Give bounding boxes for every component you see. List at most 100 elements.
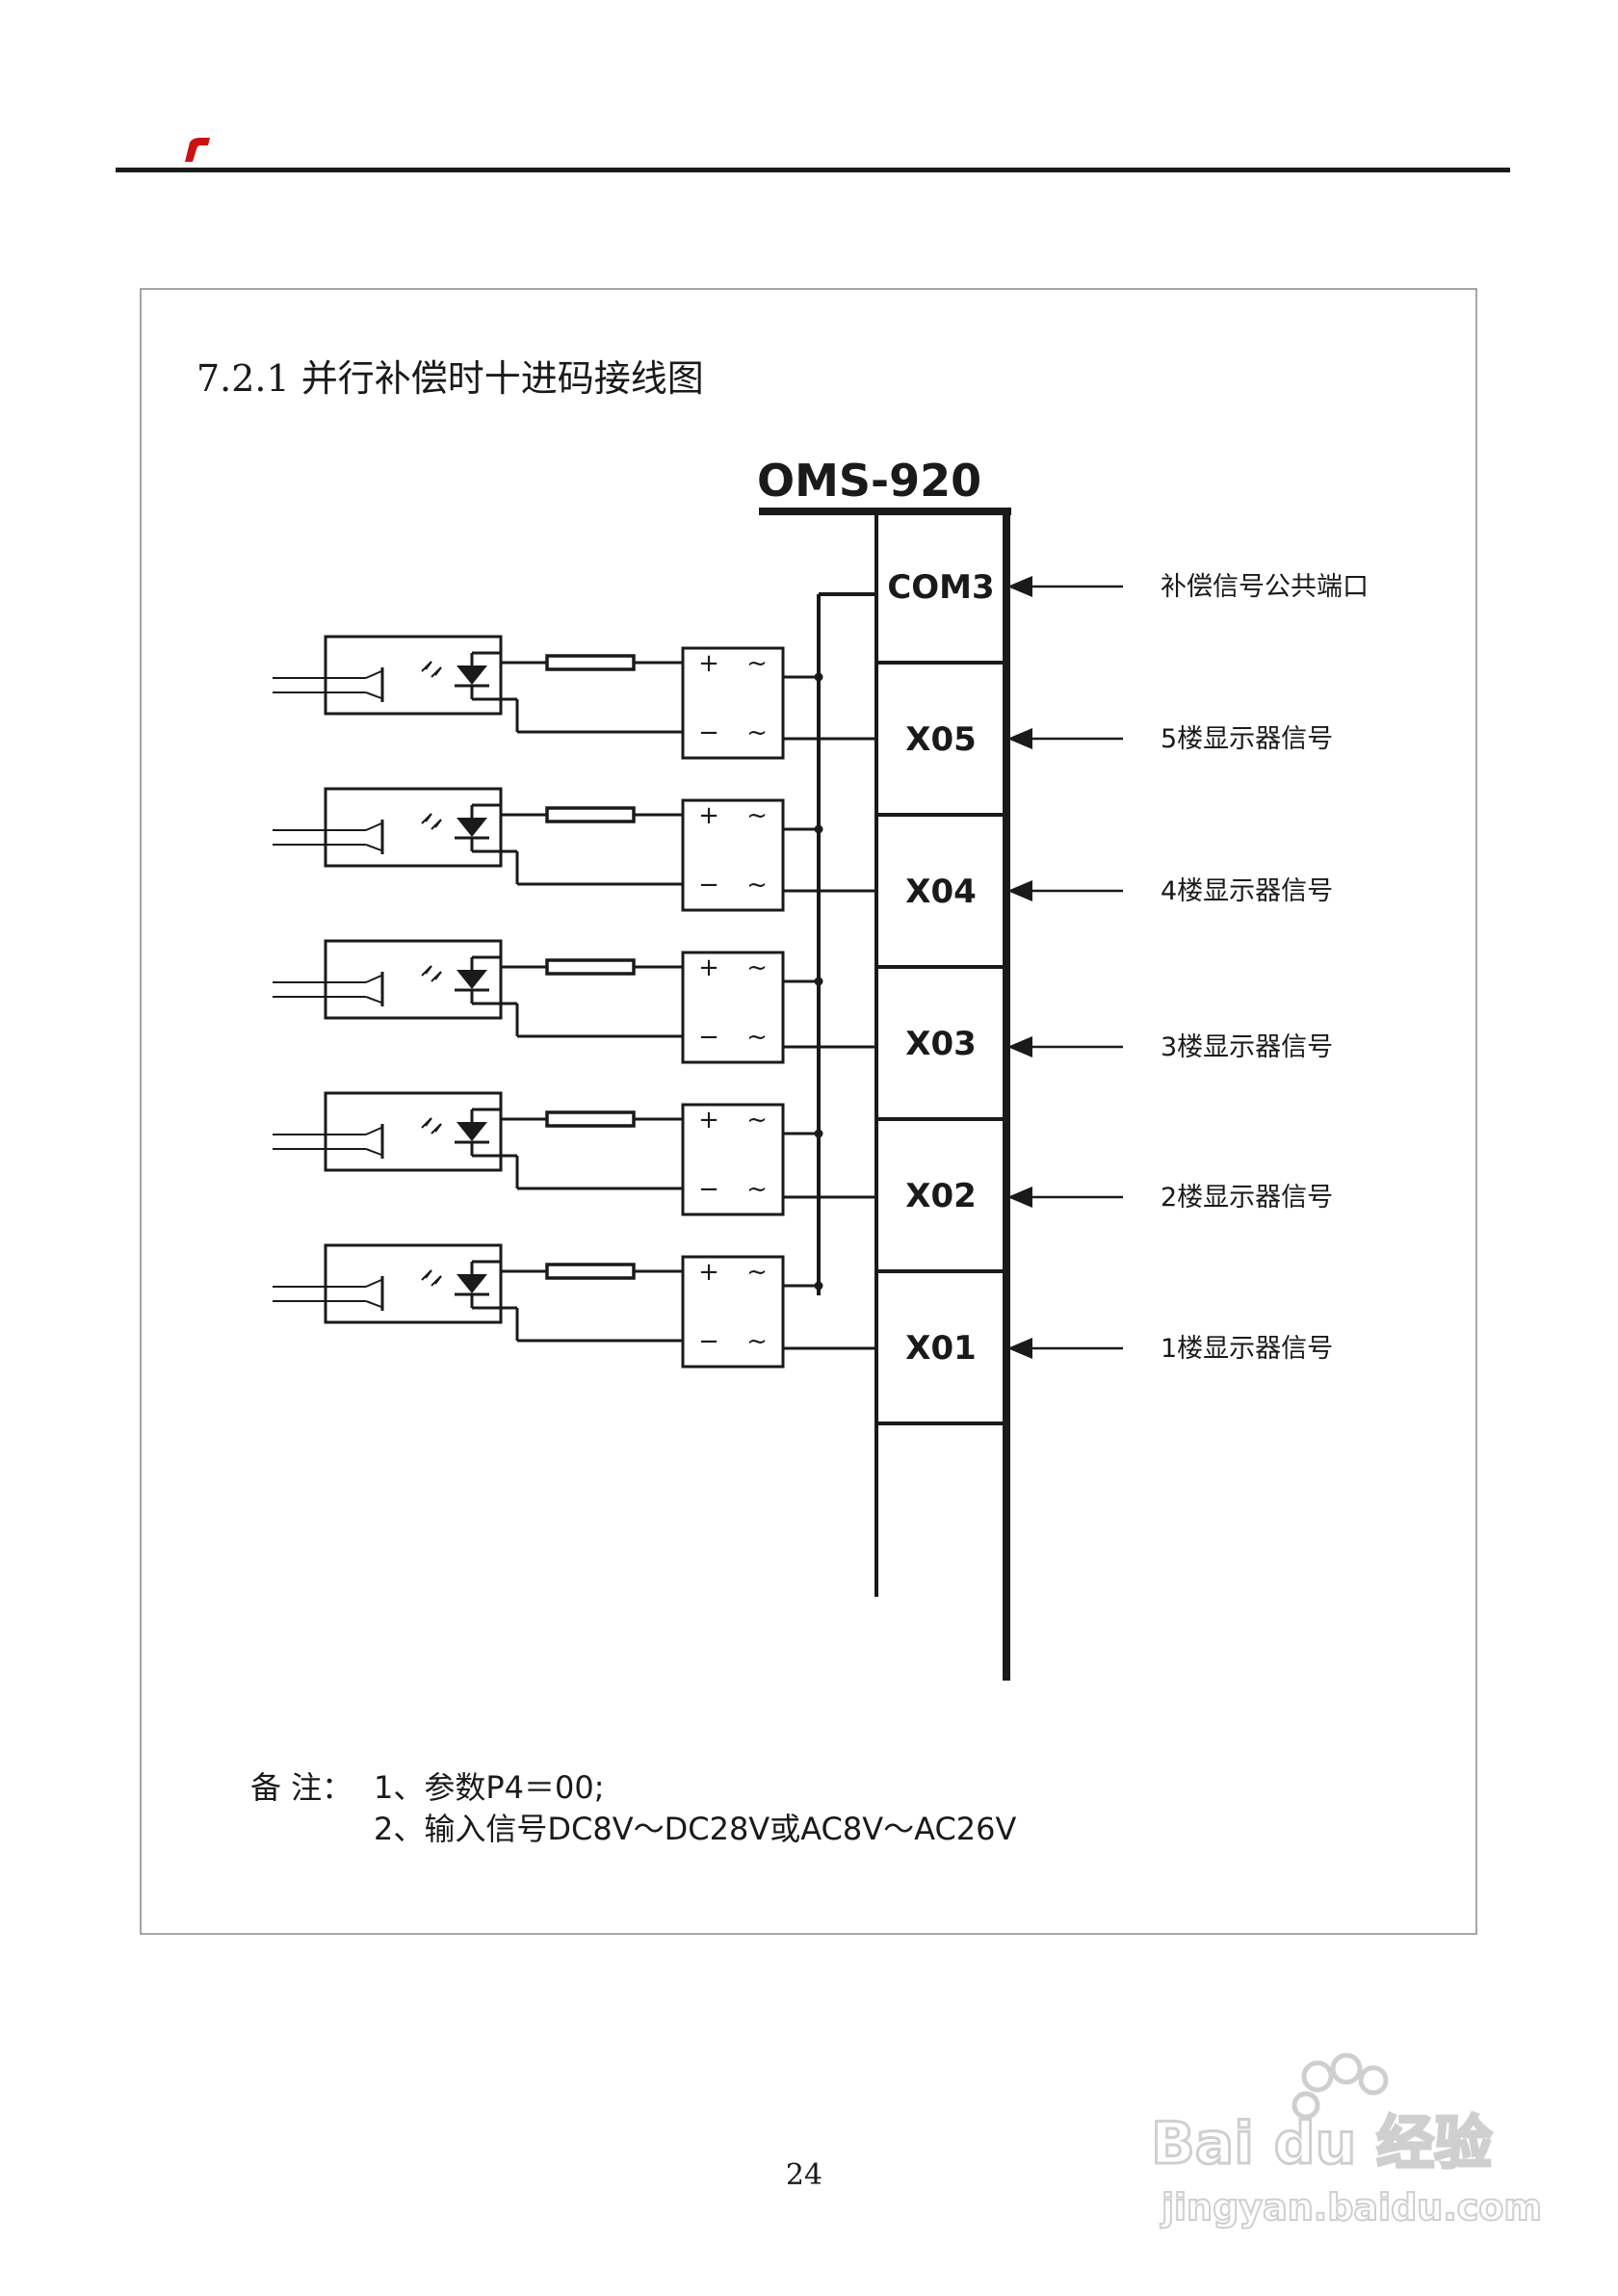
- junction-dot: [814, 1129, 823, 1138]
- signal-labels: 补偿信号公共端口 5楼显示器信号 4楼显示器信号 3楼显示器信号 2楼显示器信号…: [1161, 572, 1369, 1364]
- section-title: 7.2.1 并行补偿时十进码接线图: [196, 357, 704, 400]
- signal-label-x03: 3楼显示器信号: [1161, 1032, 1333, 1062]
- page-number: 24: [786, 2158, 822, 2192]
- input-channel-x02: +~−~: [273, 1091, 876, 1216]
- rectifier-plus: +: [698, 1258, 719, 1287]
- arrow-x01: [1007, 1338, 1123, 1359]
- junction-dot: [814, 672, 823, 682]
- light-arrows-icon: [421, 1269, 442, 1287]
- junction-dot: [814, 824, 823, 834]
- rectifier-bridge: [681, 646, 785, 760]
- led-icon: [455, 1266, 489, 1303]
- signal-label-x02: 2楼显示器信号: [1161, 1183, 1333, 1213]
- led-icon: [455, 962, 489, 999]
- rectifier-ac: ~: [746, 953, 768, 982]
- terminal-label-x05: X05: [905, 720, 977, 759]
- resistor: [545, 654, 636, 671]
- input-channel-x05: +~−~: [273, 635, 876, 760]
- rectifier-minus: −: [698, 1327, 719, 1356]
- phototransistor-icon: [330, 1124, 384, 1159]
- light-arrows-icon: [421, 813, 442, 830]
- resistor: [545, 806, 636, 823]
- input-channels: +~−~+~−~+~−~+~−~+~−~: [273, 635, 876, 1369]
- resistor: [545, 1110, 636, 1128]
- common-bus: [817, 592, 876, 1295]
- rectifier-plus: +: [698, 953, 719, 982]
- signal-label-x01: 1楼显示器信号: [1161, 1334, 1333, 1364]
- device-name: OMS-920: [757, 455, 981, 507]
- terminal-label-x03: X03: [905, 1025, 977, 1063]
- rectifier-minus: −: [698, 718, 719, 747]
- rectifier-ac: ~: [746, 1258, 768, 1287]
- notes-line-1: 1、参数P4＝00;: [374, 1769, 605, 1806]
- paw-icon: [1292, 2052, 1389, 2120]
- input-channel-x03: +~−~: [273, 939, 876, 1064]
- company-logo-mark: [185, 138, 210, 162]
- phototransistor-icon: [330, 972, 384, 1006]
- rectifier-bridge: [681, 1255, 785, 1369]
- led-icon: [455, 1114, 489, 1151]
- signal-label-x04: 4楼显示器信号: [1161, 876, 1333, 906]
- input-channel-x01: +~−~: [273, 1243, 876, 1369]
- rectifier-ac: ~: [746, 1175, 768, 1204]
- terminal-label-com3: COM3: [887, 568, 994, 607]
- junction-dot: [814, 977, 823, 986]
- rectifier-minus: −: [698, 1023, 719, 1052]
- rectifier-bridge: [681, 951, 785, 1064]
- optocoupler: [324, 1091, 503, 1172]
- rectifier-ac: ~: [746, 1327, 768, 1356]
- led-icon: [455, 658, 489, 694]
- diagram-frame: [140, 288, 1477, 1935]
- rectifier-ac: ~: [746, 1106, 768, 1135]
- junction-dot: [814, 1281, 823, 1291]
- rectifier-ac: ~: [746, 1023, 768, 1052]
- resistor: [545, 1263, 636, 1280]
- signal-label-x05: 5楼显示器信号: [1161, 724, 1333, 754]
- input-channel-x04: +~−~: [273, 787, 876, 912]
- rectifier-plus: +: [698, 649, 719, 678]
- rectifier-bridge: [681, 798, 785, 912]
- rectifier-plus: +: [698, 801, 719, 830]
- watermark-url: jingyan.baidu.com: [1160, 2186, 1542, 2229]
- optocoupler: [324, 635, 503, 716]
- arrow-x02: [1007, 1187, 1123, 1208]
- device-title-bar: [759, 508, 1011, 515]
- phototransistor-icon: [330, 1276, 384, 1311]
- rectifier-ac: ~: [746, 871, 768, 900]
- light-arrows-icon: [421, 965, 442, 982]
- header-rule: [116, 168, 1510, 172]
- phototransistor-icon: [330, 820, 384, 854]
- arrow-x05: [1007, 728, 1123, 749]
- terminal-label-x01: X01: [905, 1329, 977, 1368]
- terminal-label-x04: X04: [905, 873, 977, 911]
- terminal-labels: COM3 X05 X04 X03 X02 X01: [887, 568, 994, 1368]
- notes-line-2: 2、输入信号DC8V～DC28V或AC8V～AC26V: [374, 1811, 1017, 1847]
- phototransistor-icon: [330, 667, 384, 702]
- rectifier-bridge: [681, 1103, 785, 1216]
- light-arrows-icon: [421, 661, 442, 678]
- arrow-x04: [1007, 880, 1123, 901]
- signal-label-com3: 补偿信号公共端口: [1161, 572, 1369, 602]
- rectifier-minus: −: [698, 871, 719, 900]
- optocoupler: [324, 1243, 503, 1324]
- notes-label: 备 注：: [250, 1769, 352, 1806]
- signal-arrows: [1007, 576, 1123, 1359]
- watermark: Bai du 经验 jingyan.baidu.com: [1150, 2052, 1543, 2230]
- arrow-com3: [1007, 576, 1123, 597]
- watermark-brand: Bai du 经验: [1151, 2110, 1492, 2178]
- light-arrows-icon: [421, 1117, 442, 1135]
- arrow-x03: [1007, 1036, 1123, 1057]
- led-icon: [455, 810, 489, 847]
- rectifier-minus: −: [698, 1175, 719, 1204]
- rectifier-ac: ~: [746, 718, 768, 747]
- rectifier-plus: +: [698, 1106, 719, 1135]
- rectifier-ac: ~: [746, 801, 768, 830]
- notes: 备 注： 1、参数P4＝00; 2、输入信号DC8V～DC28V或AC8V～AC…: [250, 1769, 1017, 1847]
- resistor: [545, 958, 636, 976]
- rectifier-ac: ~: [746, 649, 768, 678]
- terminal-block: [874, 511, 1010, 1681]
- optocoupler: [324, 939, 503, 1020]
- terminal-label-x02: X02: [905, 1177, 977, 1215]
- header: [116, 138, 1510, 172]
- optocoupler: [324, 787, 503, 868]
